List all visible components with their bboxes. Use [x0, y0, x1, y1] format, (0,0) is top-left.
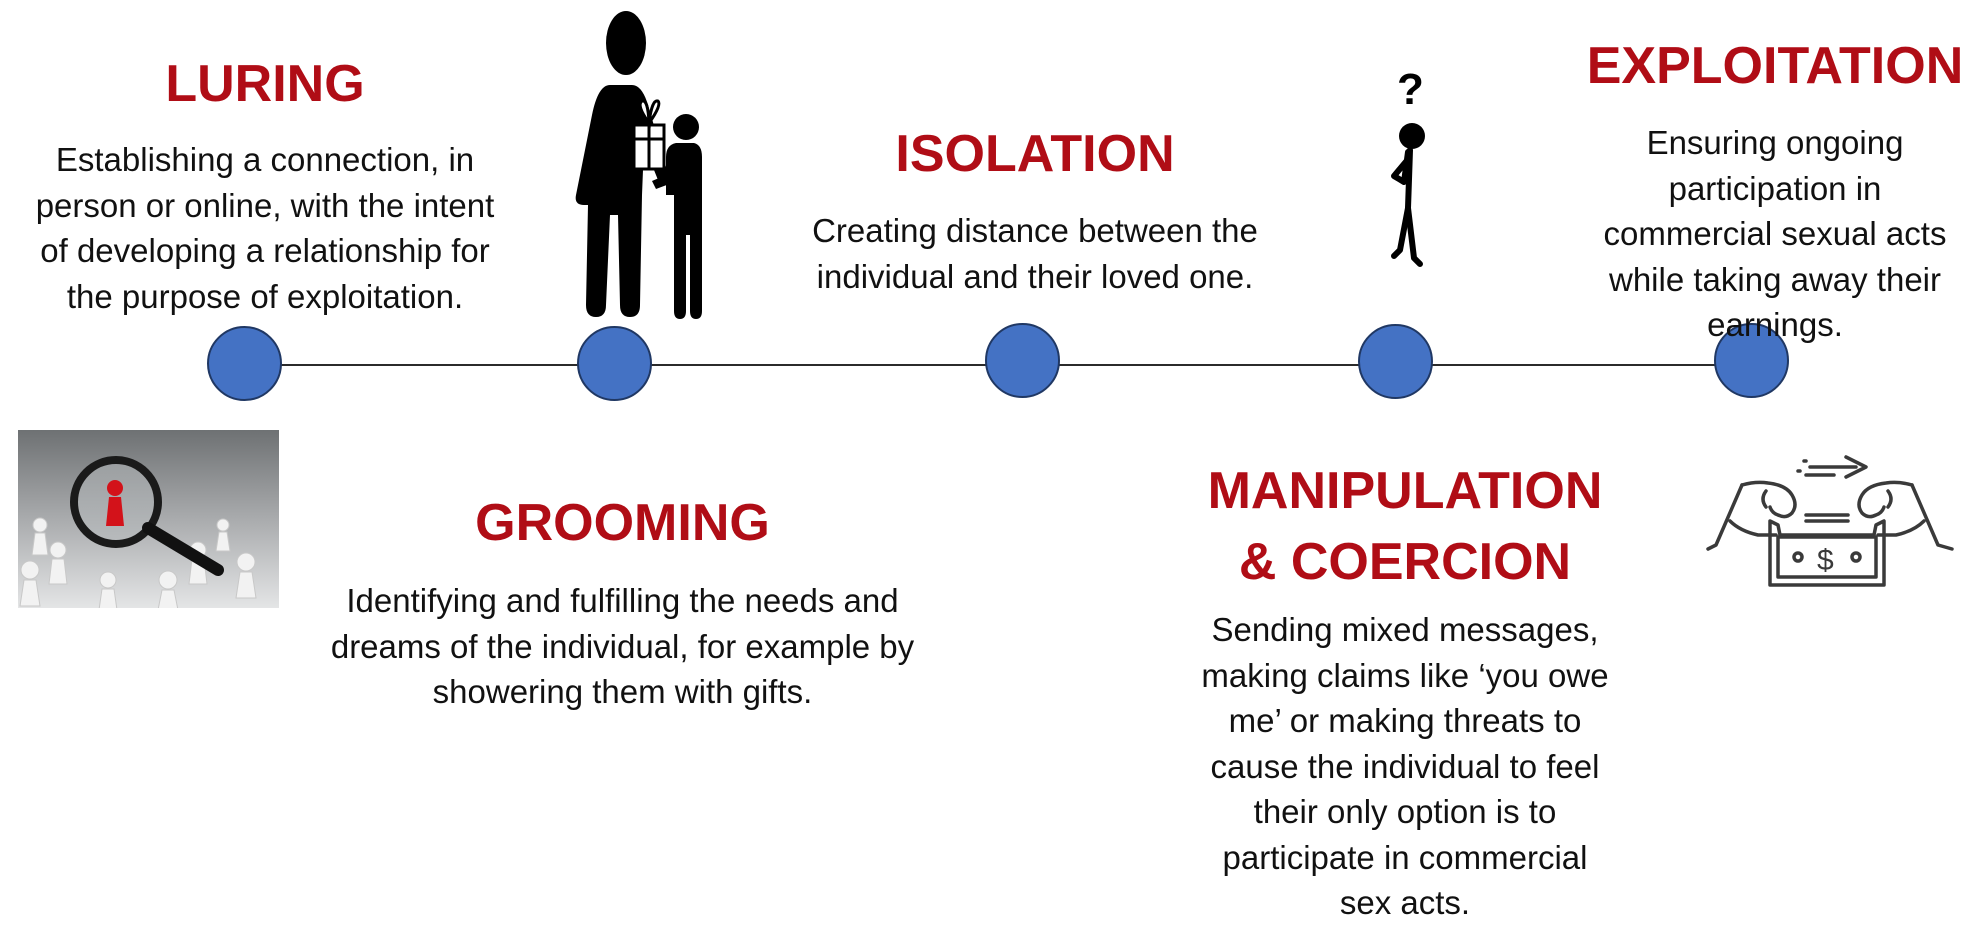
manipulation-title: MANIPULATION & COERCION	[1207, 462, 1603, 592]
svg-text:?: ?	[1397, 65, 1424, 114]
timeline-node-manipulation	[1358, 324, 1433, 399]
timeline-node-exploitation	[1714, 323, 1789, 398]
exploitation-description: Ensuring ongoing participation in commer…	[1603, 124, 1947, 344]
timeline-node-grooming	[577, 326, 652, 401]
money-handover-icon: $	[1706, 445, 1966, 590]
grooming-description: Identifying and fulfilling the needs and…	[330, 582, 915, 711]
exploitation-title: EXPLOITATION	[1586, 37, 1964, 95]
timeline-node-isolation	[985, 323, 1060, 398]
timeline-node-luring	[207, 326, 282, 401]
adult-giving-gift-to-child-icon	[562, 5, 712, 320]
thinking-person-question-icon: ?	[1378, 58, 1438, 278]
grooming-title: GROOMING	[475, 494, 770, 552]
manipulation-description: Sending mixed messages, making claims li…	[1201, 611, 1609, 922]
isolation-title: ISOLATION	[895, 125, 1175, 183]
luring-description: Establishing a connection, in person or …	[35, 141, 495, 315]
luring-title: LURING	[165, 55, 365, 113]
svg-text:$: $	[1817, 544, 1834, 577]
magnifying-glass-photo	[18, 430, 279, 608]
isolation-description: Creating distance between the individual…	[812, 212, 1258, 295]
